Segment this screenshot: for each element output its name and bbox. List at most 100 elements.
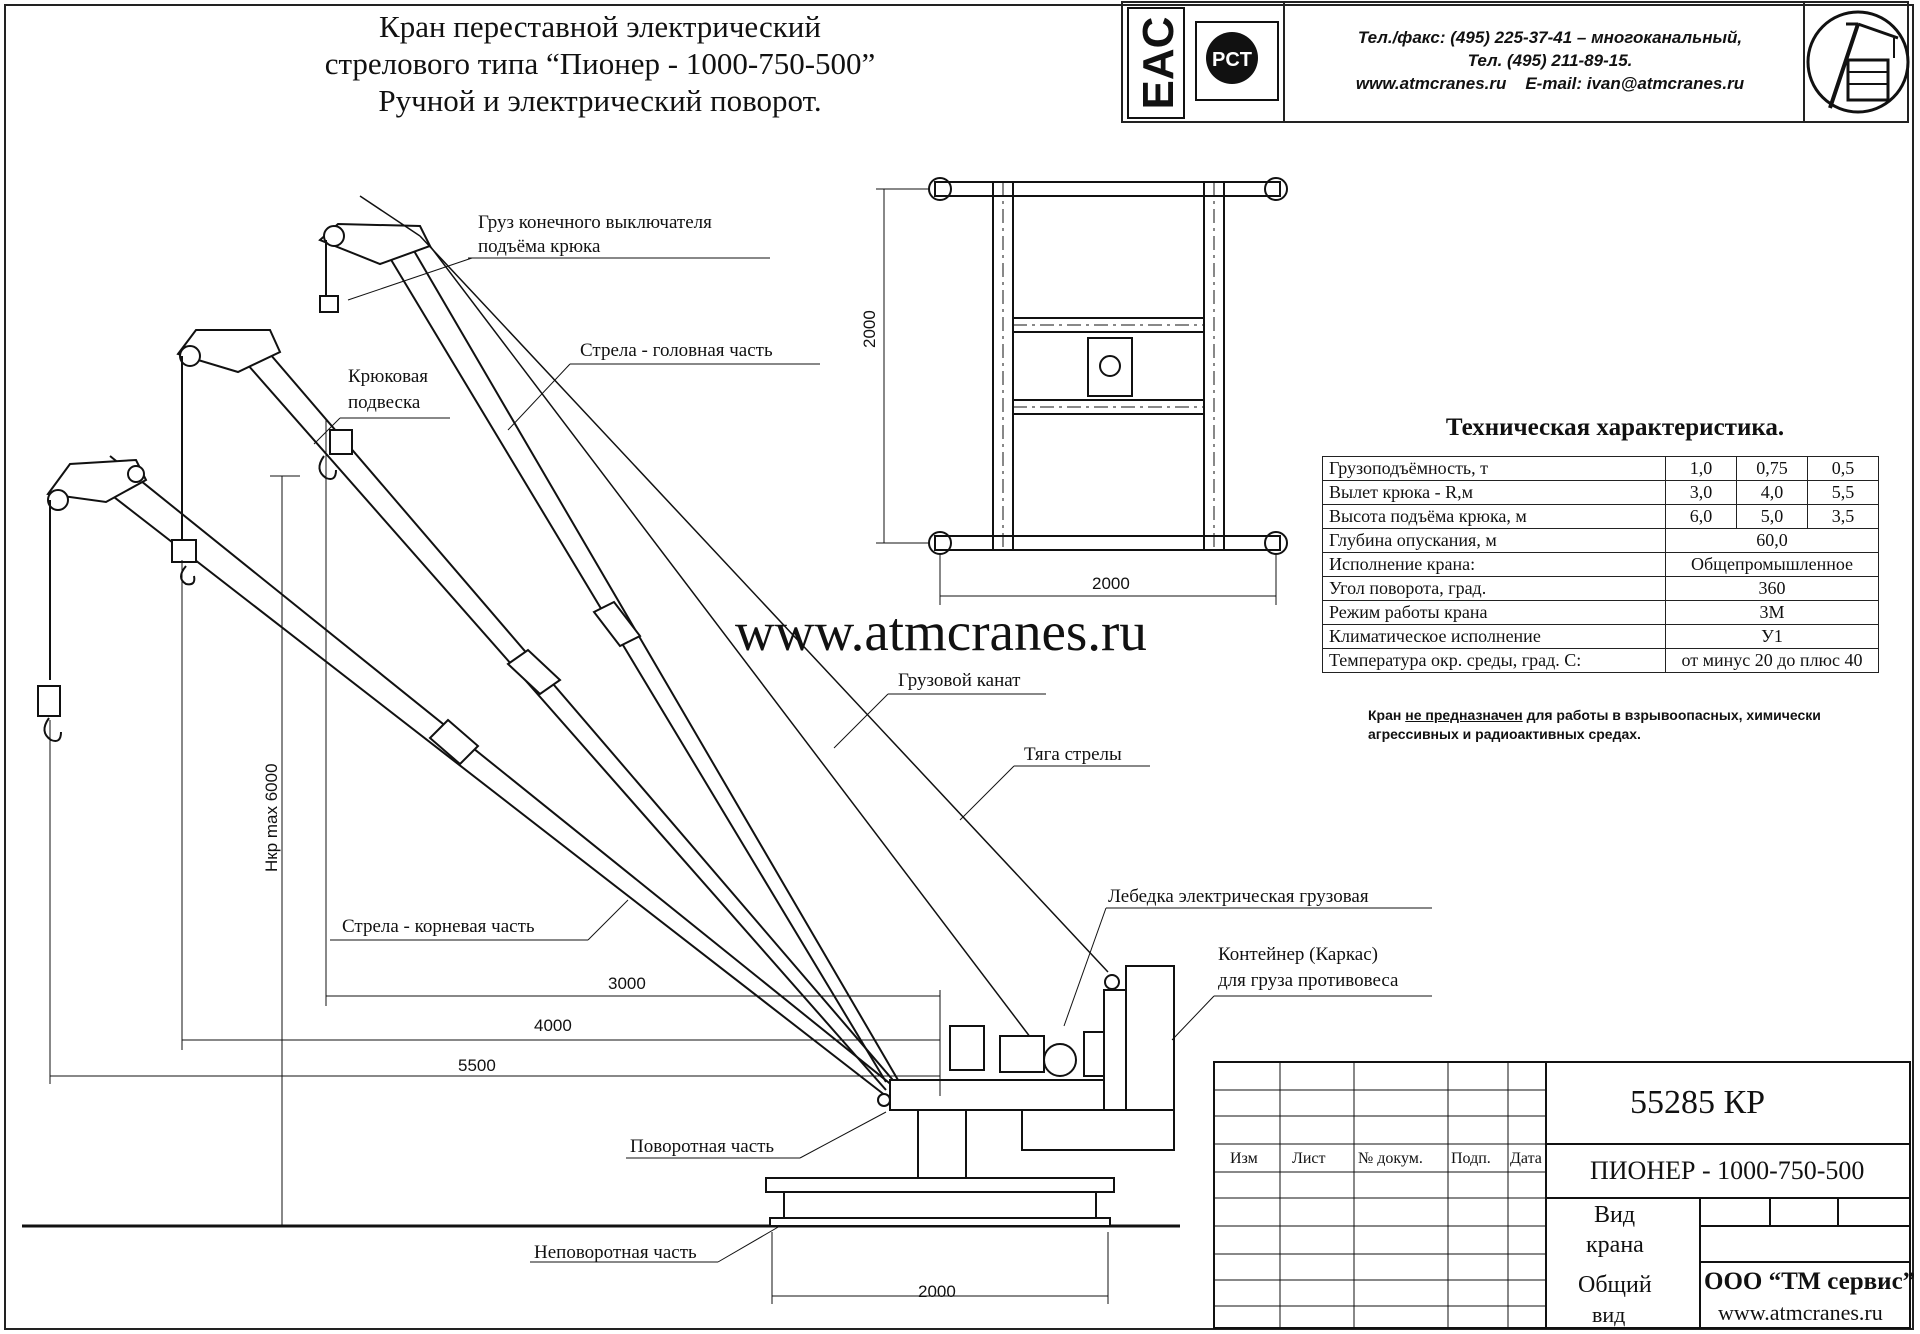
phone-line-1: Тел./факс: (495) 225-37-41 – многоканаль…: [1357, 28, 1743, 47]
stamp-code: 55285 КР: [1630, 1084, 1766, 1121]
label-hook-1: Крюковая: [348, 366, 429, 387]
label-boom-tie: Тяга стрелы: [1024, 744, 1122, 765]
spec-label: Климатическое исполнение: [1322, 624, 1666, 649]
dim-reach-5500: 5500: [458, 1056, 496, 1075]
spec-row: Режим работы крана 3М: [1322, 600, 1879, 625]
spec-row: Вылет крюка - R,м 3,0 4,0 5,5: [1322, 480, 1879, 505]
web-email-line: www.atmcranes.ru E-mail: ivan@atmcranes.…: [1290, 72, 1810, 95]
spec-value: 4,0: [1736, 480, 1808, 505]
stamp-name: ПИОНЕР - 1000-750-500: [1590, 1156, 1865, 1185]
label-boom-root: Стрела - корневая часть: [342, 916, 535, 937]
spec-value: 5,5: [1807, 480, 1879, 505]
title-line-1: Кран переставной электрический: [379, 9, 821, 44]
stamp-view-2a: Общий: [1578, 1272, 1652, 1298]
crane-base: [765, 965, 1175, 1227]
spec-value: от минус 20 до плюс 40: [1665, 648, 1879, 673]
spec-row: Глубина опускания, м 60,0: [1322, 528, 1879, 553]
label-rope: Грузовой канат: [898, 670, 1021, 691]
label-winch: Лебедка электрическая грузовая: [1108, 886, 1369, 907]
spec-label: Грузоподъёмность, т: [1322, 456, 1666, 481]
label-hook-2: подвеска: [348, 392, 421, 413]
stamp-view-2b: вид: [1592, 1302, 1626, 1327]
contact-info: Тел./факс: (495) 225-37-41 – многоканаль…: [1290, 26, 1810, 95]
dim-frame-height: 2000: [860, 310, 879, 348]
spec-title: Техническая характеристика.: [1445, 414, 1785, 441]
label-container-2: для груза противовеса: [1218, 970, 1399, 991]
stamp-col-date: Дата: [1510, 1150, 1542, 1167]
spec-value: 6,0: [1665, 504, 1737, 529]
spec-label: Исполнение крана:: [1322, 552, 1666, 577]
stamp-col-list: Лист: [1292, 1150, 1326, 1167]
eac-logo: EAC: [1127, 7, 1185, 119]
dim-reach-3000: 3000: [608, 974, 646, 993]
dim-hmax: Hкр max 6000: [262, 763, 281, 872]
title-line-2: стрелового типа “Пионер - 1000-750-500”: [324, 46, 876, 81]
spec-value: 3,5: [1807, 504, 1879, 529]
spec-label: Вылет крюка - R,м: [1322, 480, 1666, 505]
title-stamp-grid: [1213, 1061, 1911, 1329]
stamp-view-1b: крана: [1586, 1232, 1644, 1258]
header-logos: EAC PCT: [1121, 1, 1910, 123]
dimension-lines: [49, 420, 1109, 1304]
dim-base-width: 2000: [918, 1282, 956, 1301]
spec-label: Глубина опускания, м: [1322, 528, 1666, 553]
spec-row: Исполнение крана: Общепромышленное: [1322, 552, 1879, 577]
label-fixed: Неповоротная часть: [534, 1242, 697, 1263]
spec-row: Температура окр. среды, град. С: от мину…: [1322, 648, 1879, 673]
spec-value: 5,0: [1736, 504, 1808, 529]
stamp-col-izm: Изм: [1230, 1150, 1258, 1167]
dim-frame-width: 2000: [1092, 574, 1130, 593]
spec-row: Высота подъёма крюка, м 6,0 5,0 3,5: [1322, 504, 1879, 529]
stamp-site: www.atmcranes.ru: [1718, 1300, 1883, 1325]
pct-text: PCT: [1212, 49, 1252, 71]
drawing-frame: [4, 4, 1914, 1330]
spec-row: Климатическое исполнение У1: [1322, 624, 1879, 649]
boom-3000: [318, 222, 899, 1083]
spec-label: Режим работы крана: [1322, 600, 1666, 625]
base-frame-top-view: [876, 177, 1288, 605]
stamp-col-doc: № докум.: [1358, 1150, 1423, 1167]
spec-row: Грузоподъёмность, т 1,0 0,75 0,5: [1322, 456, 1879, 481]
spec-row: Угол поворота, град. 360: [1322, 576, 1879, 601]
label-limit-weight-2: подъёма крюка: [478, 236, 601, 257]
title-line-3: Ручной и электрический поворот.: [378, 83, 822, 118]
spec-value: 1,0: [1665, 456, 1737, 481]
website-link[interactable]: www.atmcranes.ru: [1355, 74, 1507, 93]
crane-company-logo: [1806, 10, 1910, 114]
safety-note: Кран не предназначен для работы в взрыво…: [1368, 706, 1898, 744]
spec-value: 0,5: [1807, 456, 1879, 481]
rope-and-tie: [359, 195, 1109, 1051]
boom-4000: [176, 329, 899, 1091]
spec-value: 360: [1665, 576, 1879, 601]
email-link[interactable]: E-mail: ivan@atmcranes.ru: [1525, 74, 1745, 93]
note-after: для работы в взрывоопасных, химически аг…: [1368, 707, 1821, 742]
stamp-company: ООО “ТМ сервис”: [1704, 1268, 1916, 1295]
eac-text: EAC: [1134, 17, 1183, 110]
spec-table: Грузоподъёмность, т 1,0 0,75 0,5 Вылет к…: [1322, 456, 1879, 673]
spec-value: 0,75: [1736, 456, 1808, 481]
spec-value: 3М: [1665, 600, 1879, 625]
note-before: Кран: [1368, 707, 1406, 723]
dim-reach-4000: 4000: [534, 1016, 572, 1035]
label-boom-head: Стрела - головная часть: [580, 340, 773, 361]
pct-logo: PCT: [1195, 21, 1279, 101]
label-rotating: Поворотная часть: [630, 1136, 775, 1157]
spec-value: У1: [1665, 624, 1879, 649]
label-container-1: Контейнер (Каркас): [1218, 944, 1378, 965]
phone-line-2: Тел. (495) 211-89-15.: [1467, 51, 1633, 70]
leader-lines: [313, 257, 1432, 1263]
spec-label: Высота подъёма крюка, м: [1322, 504, 1666, 529]
spec-value: 60,0: [1665, 528, 1879, 553]
stamp-view-1a: Вид: [1594, 1202, 1636, 1228]
stamp-col-sign: Подп.: [1451, 1150, 1491, 1167]
spec-value: Общепромышленное: [1665, 552, 1879, 577]
watermark: www.atmcranes.ru: [735, 601, 1147, 662]
spec-label: Температура окр. среды, град. С:: [1322, 648, 1666, 673]
boom-5500: [37, 455, 899, 1097]
drawing-title: Кран переставной электрический стреловог…: [250, 8, 950, 119]
spec-value: 3,0: [1665, 480, 1737, 505]
spec-label: Угол поворота, град.: [1322, 576, 1666, 601]
note-underlined: не предназначен: [1405, 707, 1523, 723]
label-limit-weight-1: Груз конечного выключателя: [478, 212, 712, 233]
